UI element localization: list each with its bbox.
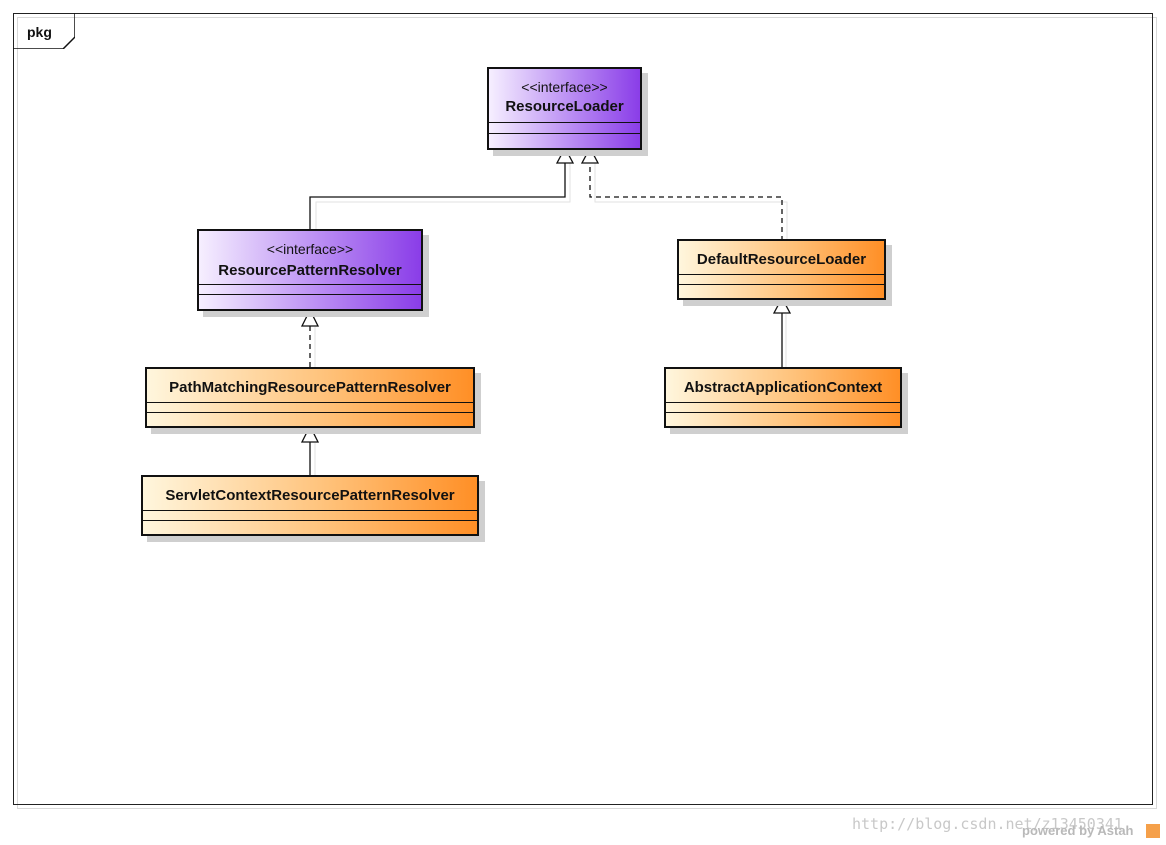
class-name: PathMatchingResourcePatternResolver [169, 379, 451, 396]
url-watermark: http://blog.csdn.net/z13450341 [852, 815, 1123, 833]
attribute-divider [679, 274, 884, 275]
stereotype-label: <<interface>> [521, 79, 608, 95]
operation-divider [489, 133, 640, 134]
generalization-line-resolver-to-loader [309, 163, 566, 231]
realization-arrowhead [580, 146, 600, 164]
class-resource-loader[interactable]: <<interface>> ResourceLoader [487, 67, 642, 150]
operation-divider [199, 294, 421, 295]
realization-line-default-to-loader [589, 163, 783, 241]
class-abstract-application-context[interactable]: AbstractApplicationContext [664, 367, 902, 428]
class-path-matching-resource-pattern-resolver[interactable]: PathMatchingResourcePatternResolver [145, 367, 475, 428]
class-resource-pattern-resolver[interactable]: <<interface>> ResourcePatternResolver [197, 229, 423, 311]
diagram-frame [13, 13, 1153, 805]
class-default-resource-loader[interactable]: DefaultResourceLoader [677, 239, 886, 300]
stereotype-label: <<interface>> [266, 241, 354, 257]
class-name: DefaultResourceLoader [696, 251, 867, 268]
powered-by-label: powered by Astah [1022, 823, 1134, 838]
operation-divider [147, 412, 473, 413]
generalization-arrowhead [300, 424, 320, 443]
class-name: ResourcePatternResolver [218, 262, 402, 279]
attribute-divider [147, 402, 473, 403]
astah-logo-icon [1146, 824, 1160, 838]
operation-divider [666, 412, 900, 413]
package-tab [13, 13, 75, 49]
class-name: AbstractApplicationContext [683, 379, 883, 396]
operation-divider [679, 284, 884, 285]
realization-arrowhead [300, 308, 320, 327]
class-servlet-context-resource-pattern-resolver[interactable]: ServletContextResourcePatternResolver [141, 475, 479, 536]
class-name: ServletContextResourcePatternResolver [165, 487, 455, 504]
class-name: ResourceLoader [505, 98, 624, 115]
generalization-arrowhead [772, 296, 792, 314]
diagram-frame-shadow [17, 17, 1157, 809]
operation-divider [143, 520, 477, 521]
package-label: pkg [27, 24, 52, 40]
attribute-divider [143, 510, 477, 511]
generalization-arrowhead [555, 146, 575, 164]
attribute-divider [666, 402, 900, 403]
attribute-divider [199, 284, 421, 285]
attribute-divider [489, 122, 640, 123]
